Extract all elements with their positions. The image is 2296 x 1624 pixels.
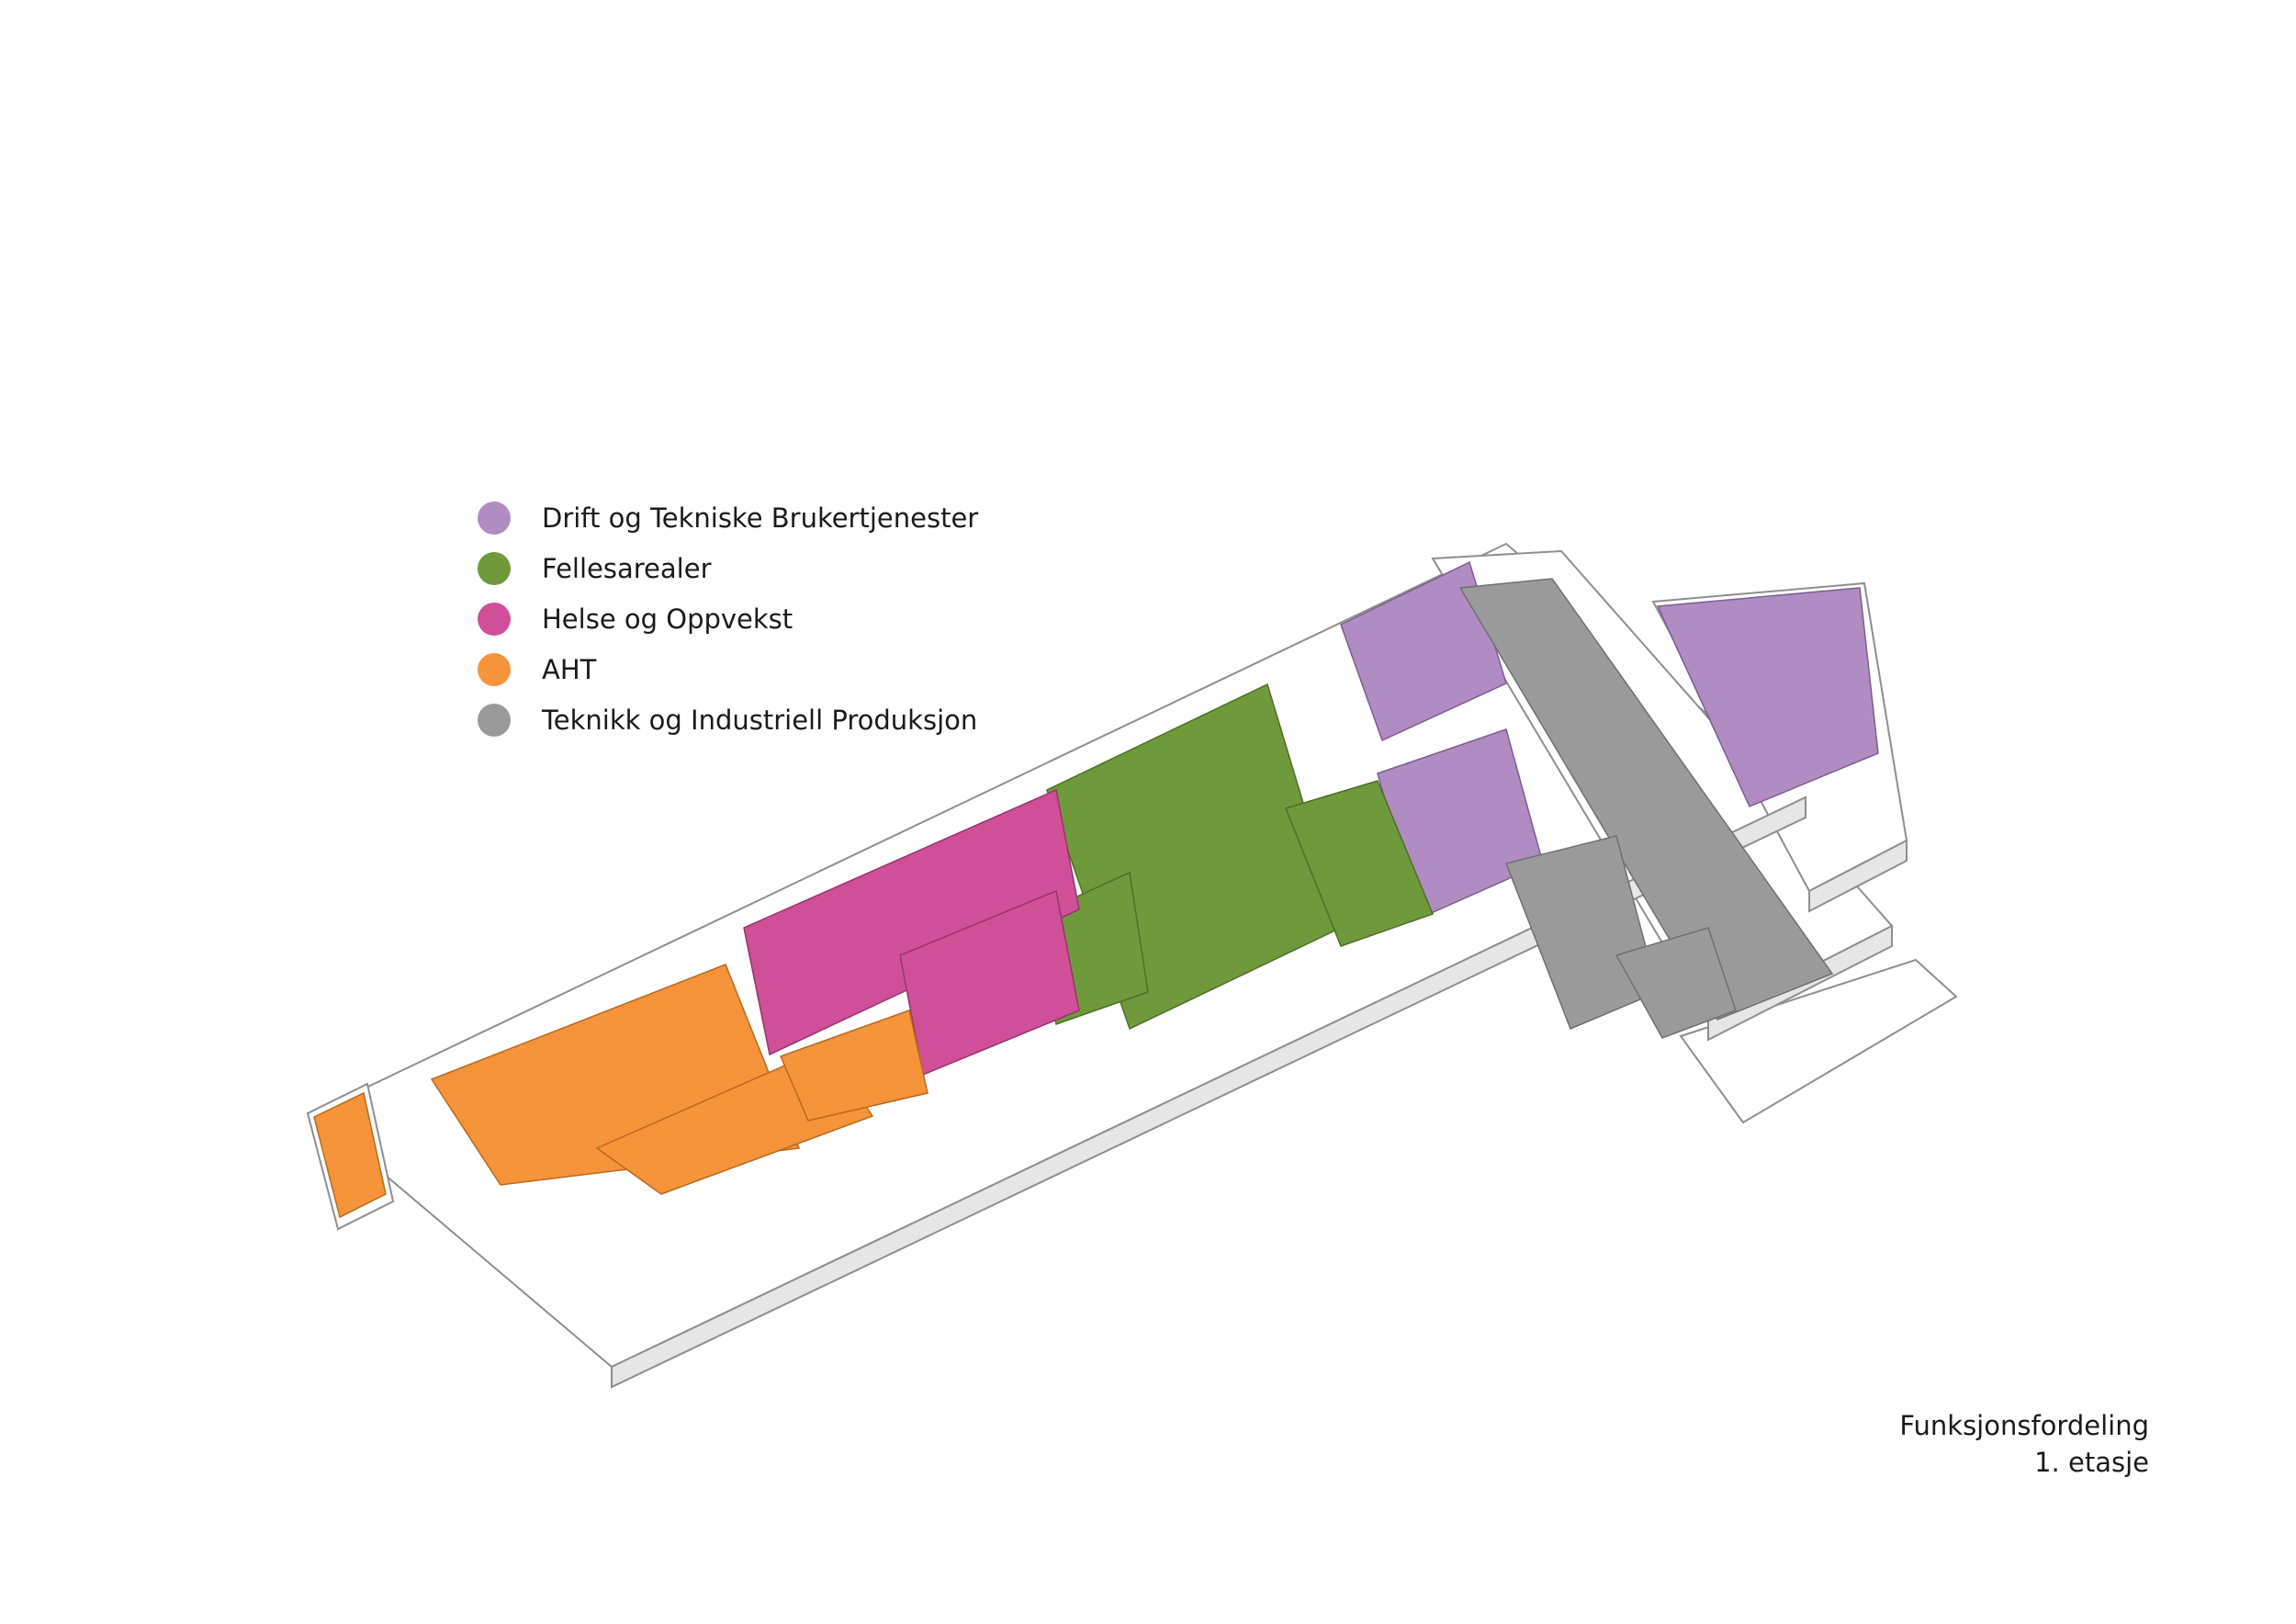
legend: Drift og Tekniske Brukertjenester Felles… (478, 492, 978, 745)
zone-aht (313, 964, 929, 1219)
legend-label-helse-oppvekst: Helse og Oppvekst (542, 603, 793, 635)
legend-swatch-teknikk-produksjon (478, 703, 511, 737)
zone-teknikk-produksjon (1458, 578, 1834, 1039)
legend-item-aht: AHT (478, 644, 978, 694)
zone-helse-oppvekst (743, 788, 1080, 1077)
far-hall-side (1808, 839, 1908, 913)
legend-item-teknikk-produksjon: Teknikk og Industriell Produksjon (478, 694, 978, 745)
legend-item-helse-oppvekst: Helse og Oppvekst (478, 593, 978, 644)
legend-label-drift-tekniske: Drift og Tekniske Brukertjenester (542, 502, 979, 534)
legend-swatch-aht (478, 652, 511, 686)
zone-drift-tekniske (1340, 560, 1879, 920)
caption-title: Funksjonsfordeling (1899, 1410, 2149, 1441)
legend-label-teknikk-produksjon: Teknikk og Industriell Produksjon (542, 704, 978, 736)
main-wing-side (611, 795, 1806, 1389)
legend-swatch-drift-tekniske (478, 501, 511, 535)
legend-label-aht: AHT (542, 653, 597, 685)
caption-floor: 1. etasje (2034, 1447, 2149, 1478)
legend-item-drift-tekniske: Drift og Tekniske Brukertjenester (478, 492, 978, 543)
legend-item-fellesarealer: Fellesarealer (478, 543, 978, 593)
legend-label-fellesarealer: Fellesarealer (542, 552, 712, 584)
caption: Funksjonsfordeling 1. etasje (1899, 1407, 2149, 1481)
legend-swatch-fellesarealer (478, 551, 511, 585)
ramp-slab (1679, 958, 1958, 1124)
legend-swatch-helse-oppvekst (478, 602, 511, 636)
